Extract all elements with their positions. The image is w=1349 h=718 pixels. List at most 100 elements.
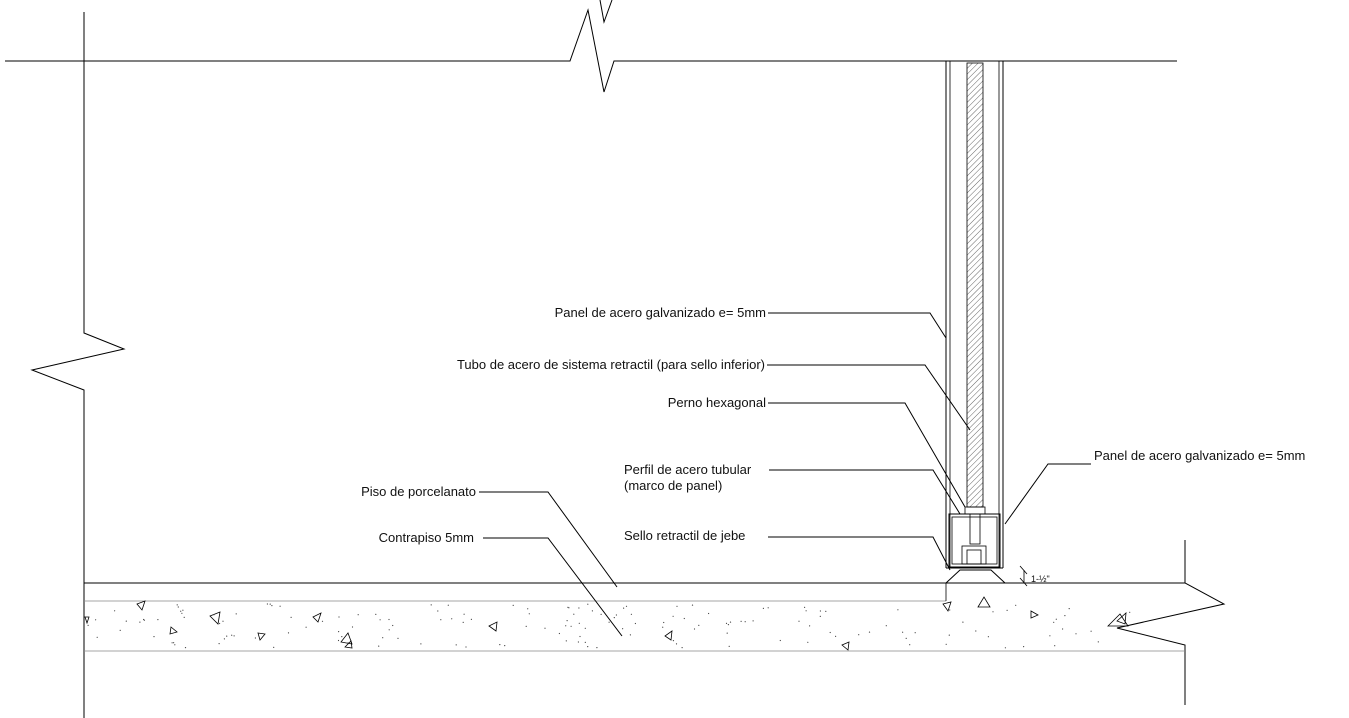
concrete-speckle (708, 612, 710, 615)
concrete-speckle (897, 609, 899, 611)
concrete-speckle (465, 646, 467, 648)
concrete-speckle (565, 640, 567, 642)
dimension-label: 1-½" (1031, 574, 1050, 584)
concrete-speckle (96, 636, 98, 638)
concrete-speckle (1090, 630, 1092, 632)
concrete-speckle (462, 621, 464, 624)
concrete-speckle (338, 631, 340, 633)
concrete-speckle (596, 647, 598, 649)
concrete-speckle (819, 610, 822, 612)
label-sello-retractil: Sello retractil de jebe (624, 528, 745, 543)
concrete-speckle (378, 645, 380, 647)
right-edge-line (1116, 540, 1226, 705)
concrete-speckle (305, 626, 307, 628)
concrete-speckle (613, 617, 615, 619)
concrete-speckle (512, 604, 514, 607)
concrete-speckle (218, 643, 220, 645)
concrete-speckle (577, 641, 580, 643)
concrete-speckle (825, 610, 827, 613)
concrete-speckle (622, 628, 624, 630)
concrete-speckle (1054, 645, 1056, 647)
concrete-speckle (567, 606, 569, 608)
concrete-speckle (254, 637, 256, 639)
concrete-speckle (213, 614, 215, 616)
concrete-speckle (752, 620, 754, 622)
concrete-speckle (676, 605, 678, 607)
concrete-speckle (379, 619, 381, 621)
concrete-speckle (587, 646, 589, 648)
concrete-speckle (1023, 646, 1025, 648)
concrete-speckle (809, 625, 811, 627)
concrete-speckle (914, 632, 916, 634)
concrete-speckle (451, 618, 453, 620)
concrete-speckle (351, 626, 354, 628)
concrete-speckle (629, 634, 632, 636)
concrete-speckle (762, 607, 765, 610)
dimension-marker: 1-½" (1019, 565, 1050, 587)
concrete-speckle (835, 635, 837, 638)
concrete-speckle (868, 631, 871, 633)
concrete-speckle (1068, 608, 1070, 610)
label-tubo-acero: Tubo de acero de sistema retractil (para… (457, 357, 765, 372)
concrete-speckle (726, 632, 728, 634)
concrete-speckle (180, 610, 182, 612)
concrete-speckle (290, 616, 292, 619)
concrete-speckle (1006, 609, 1008, 612)
concrete-speckle (266, 603, 268, 605)
concrete-speckle (634, 622, 637, 625)
concrete-speckle (420, 643, 422, 645)
concrete-speckle (143, 619, 145, 621)
label-perfil-acero-line2: (marco de panel) (624, 478, 722, 493)
concrete-speckle (392, 624, 394, 627)
concrete-speckle (527, 608, 529, 610)
concrete-speckle (740, 620, 742, 623)
concrete-speckle (114, 610, 116, 612)
concrete-speckle (139, 621, 141, 623)
concrete-speckle (279, 605, 281, 607)
ceiling-line (5, 0, 1177, 93)
label-piso-porcelanato: Piso de porcelanato (361, 484, 476, 499)
concrete-speckle (584, 627, 586, 629)
concrete-speckle (388, 618, 390, 621)
concrete-speckle (174, 644, 176, 646)
concrete-speckle (1055, 618, 1057, 620)
concrete-speckle (615, 614, 618, 616)
concrete-speckle (905, 637, 907, 640)
concrete-speckle (829, 631, 831, 634)
concrete-speckle (1062, 628, 1064, 630)
concrete-speckle (271, 605, 273, 607)
concrete-speckle (767, 607, 769, 609)
label-contrapiso: Contrapiso 5mm (379, 530, 474, 545)
floor-layers (84, 582, 1185, 652)
concrete-speckle (1049, 635, 1051, 637)
concrete-speckle (902, 631, 904, 633)
concrete-speckle (885, 625, 887, 627)
concrete-speckle (544, 627, 546, 629)
concrete-speckle (397, 637, 399, 640)
concrete-speckle (804, 606, 806, 609)
concrete-speckle (437, 610, 439, 612)
concrete-speckle (693, 628, 696, 630)
panel-section (945, 61, 1006, 584)
concrete-speckle (663, 621, 665, 624)
concrete-speckle (1064, 615, 1066, 617)
concrete-speckle (725, 622, 728, 625)
concrete-speckle (975, 630, 977, 632)
concrete-speckle (231, 634, 233, 636)
concrete-speckle (945, 643, 947, 645)
concrete-speckle (681, 647, 683, 649)
concrete-speckle (570, 625, 572, 627)
concrete-speckle (233, 635, 235, 637)
concrete-speckle (337, 639, 340, 642)
concrete-speckle (558, 632, 561, 635)
concrete-speckle (222, 620, 224, 622)
concrete-speckle (600, 613, 602, 616)
concrete-speckle (273, 646, 275, 649)
concrete-speckle (504, 645, 506, 647)
concrete-speckle (1129, 611, 1131, 613)
concrete-speckle (119, 629, 121, 632)
concrete-speckle (1075, 633, 1077, 635)
label-panel-acero-left: Panel de acero galvanizado e= 5mm (555, 305, 766, 320)
concrete-speckle (430, 604, 432, 606)
label-perno-hexagonal: Perno hexagonal (668, 395, 766, 410)
